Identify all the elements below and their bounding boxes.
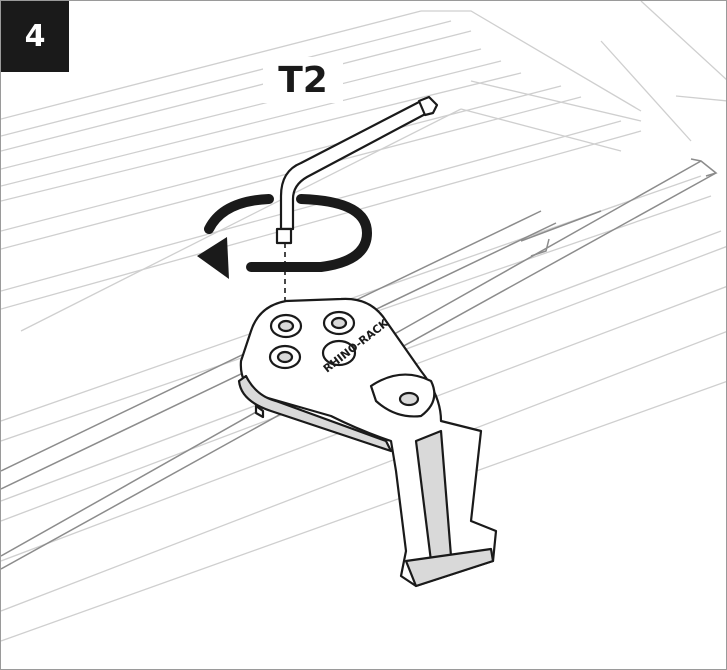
step-number-badge: 4 <box>1 1 69 72</box>
torx-key-icon <box>275 95 439 245</box>
rotate-arrow-icon <box>197 194 373 279</box>
mounting-bracket <box>237 297 498 588</box>
tool-size-label: T2 <box>263 57 343 103</box>
